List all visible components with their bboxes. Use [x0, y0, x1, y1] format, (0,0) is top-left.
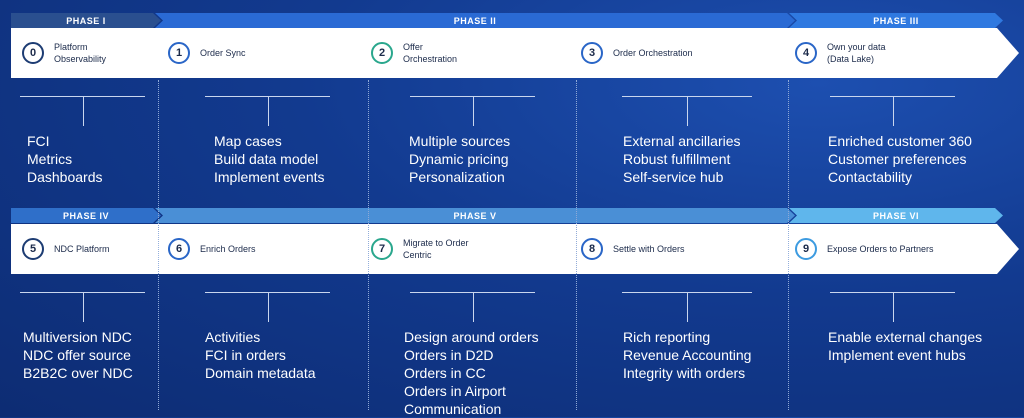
connector	[205, 292, 330, 322]
detail-item: Self-service hub	[623, 169, 724, 185]
step-number: 8	[581, 238, 603, 260]
phase-4-header: PHASE IV	[11, 208, 161, 223]
step-label: Offer Orchestration	[403, 42, 458, 64]
detail-item: Metrics	[27, 151, 73, 167]
step-label: Enrich Orders	[200, 244, 256, 254]
step-number: 5	[22, 238, 44, 260]
detail-item: External ancillaries	[623, 133, 741, 149]
step-number: 7	[371, 238, 393, 260]
step-number: 3	[581, 42, 603, 64]
step-8: 8 Settle with Orders	[581, 224, 685, 274]
connector	[830, 292, 955, 322]
step-label: Order Sync	[200, 48, 246, 58]
detail-item: Orders in D2D	[404, 347, 494, 363]
detail-item: Domain metadata	[205, 365, 316, 381]
connector	[205, 96, 330, 126]
detail-item: Map cases	[214, 133, 282, 149]
step-2-details: Multiple sources Dynamic pricing Persona…	[409, 132, 510, 186]
phase-5-header: PHASE V	[155, 208, 795, 223]
step-0-details: FCI Metrics Dashboards	[27, 132, 103, 186]
column-separator	[368, 80, 369, 410]
connector	[410, 292, 535, 322]
phase-2-header: PHASE II	[155, 13, 795, 28]
detail-item: Communication	[404, 401, 502, 417]
phase-1-header: PHASE I	[11, 13, 161, 28]
step-number: 4	[795, 42, 817, 64]
step-label: Own your data (Data Lake)	[827, 42, 886, 64]
step-2: 2 Offer Orchestration	[371, 28, 457, 78]
detail-item: FCI	[27, 133, 50, 149]
detail-item: Orders in CC	[404, 365, 486, 381]
connector	[622, 96, 752, 126]
connector	[830, 96, 955, 126]
phase-6-header: PHASE VI	[789, 208, 1003, 223]
step-6-details: Activities FCI in orders Domain metadata	[205, 328, 316, 382]
step-number: 1	[168, 42, 190, 64]
detail-item: Integrity with orders	[623, 365, 746, 381]
detail-item: Rich reporting	[623, 329, 711, 345]
step-label: Migrate to Order Centric	[403, 238, 469, 260]
detail-item: Contactability	[828, 169, 913, 185]
step-9-details: Enable external changes Implement event …	[828, 328, 982, 364]
detail-item: Implement events	[214, 169, 325, 185]
phase-3-header: PHASE III	[789, 13, 1003, 28]
connector	[622, 292, 752, 322]
step-label: Settle with Orders	[613, 244, 685, 254]
detail-item: Customer preferences	[828, 151, 967, 167]
detail-item: NDC offer source	[23, 347, 131, 363]
column-separator	[158, 80, 159, 410]
step-0: 0 Platform Observability	[22, 28, 106, 78]
step-number: 9	[795, 238, 817, 260]
step-3-details: External ancillaries Robust fulfillment …	[623, 132, 741, 186]
step-7: 7 Migrate to Order Centric	[371, 224, 469, 274]
detail-item: Revenue Accounting	[623, 347, 752, 363]
detail-item: Activities	[205, 329, 261, 345]
step-label: Platform Observability	[54, 42, 107, 64]
detail-item: Multiversion NDC	[23, 329, 132, 345]
connector	[410, 96, 535, 126]
step-7-details: Design around orders Orders in D2D Order…	[404, 328, 539, 418]
detail-item: Design around orders	[404, 329, 539, 345]
step-number: 6	[168, 238, 190, 260]
detail-item: Personalization	[409, 169, 505, 185]
column-separator	[788, 80, 789, 410]
step-number: 0	[22, 42, 44, 64]
detail-item: Multiple sources	[409, 133, 511, 149]
step-number: 2	[371, 42, 393, 64]
detail-item: Dashboards	[27, 169, 103, 185]
step-4: 4 Own your data (Data Lake)	[795, 28, 886, 78]
step-9: 9 Expose Orders to Partners	[795, 224, 934, 274]
step-1-details: Map cases Build data model Implement eve…	[214, 132, 325, 186]
detail-item: Enable external changes	[828, 329, 983, 345]
step-8-details: Rich reporting Revenue Accounting Integr…	[623, 328, 751, 382]
step-5-details: Multiversion NDC NDC offer source B2B2C …	[23, 328, 133, 382]
step-label: NDC Platform	[54, 244, 110, 254]
step-6: 6 Enrich Orders	[168, 224, 256, 274]
detail-item: Build data model	[214, 151, 319, 167]
step-label: Expose Orders to Partners	[827, 244, 934, 254]
connector	[20, 96, 145, 126]
step-4-details: Enriched customer 360 Customer preferenc…	[828, 132, 972, 186]
detail-item: Implement event hubs	[828, 347, 966, 363]
connector	[20, 292, 145, 322]
detail-item: FCI in orders	[205, 347, 286, 363]
detail-item: B2B2C over NDC	[23, 365, 133, 381]
detail-item: Enriched customer 360	[828, 133, 972, 149]
step-5: 5 NDC Platform	[22, 224, 110, 274]
column-separator	[576, 80, 577, 410]
step-3: 3 Order Orchestration	[581, 28, 693, 78]
step-1: 1 Order Sync	[168, 28, 246, 78]
detail-item: Orders in Airport	[404, 383, 506, 399]
detail-item: Dynamic pricing	[409, 151, 509, 167]
detail-item: Robust fulfillment	[623, 151, 731, 167]
step-label: Order Orchestration	[613, 48, 693, 58]
